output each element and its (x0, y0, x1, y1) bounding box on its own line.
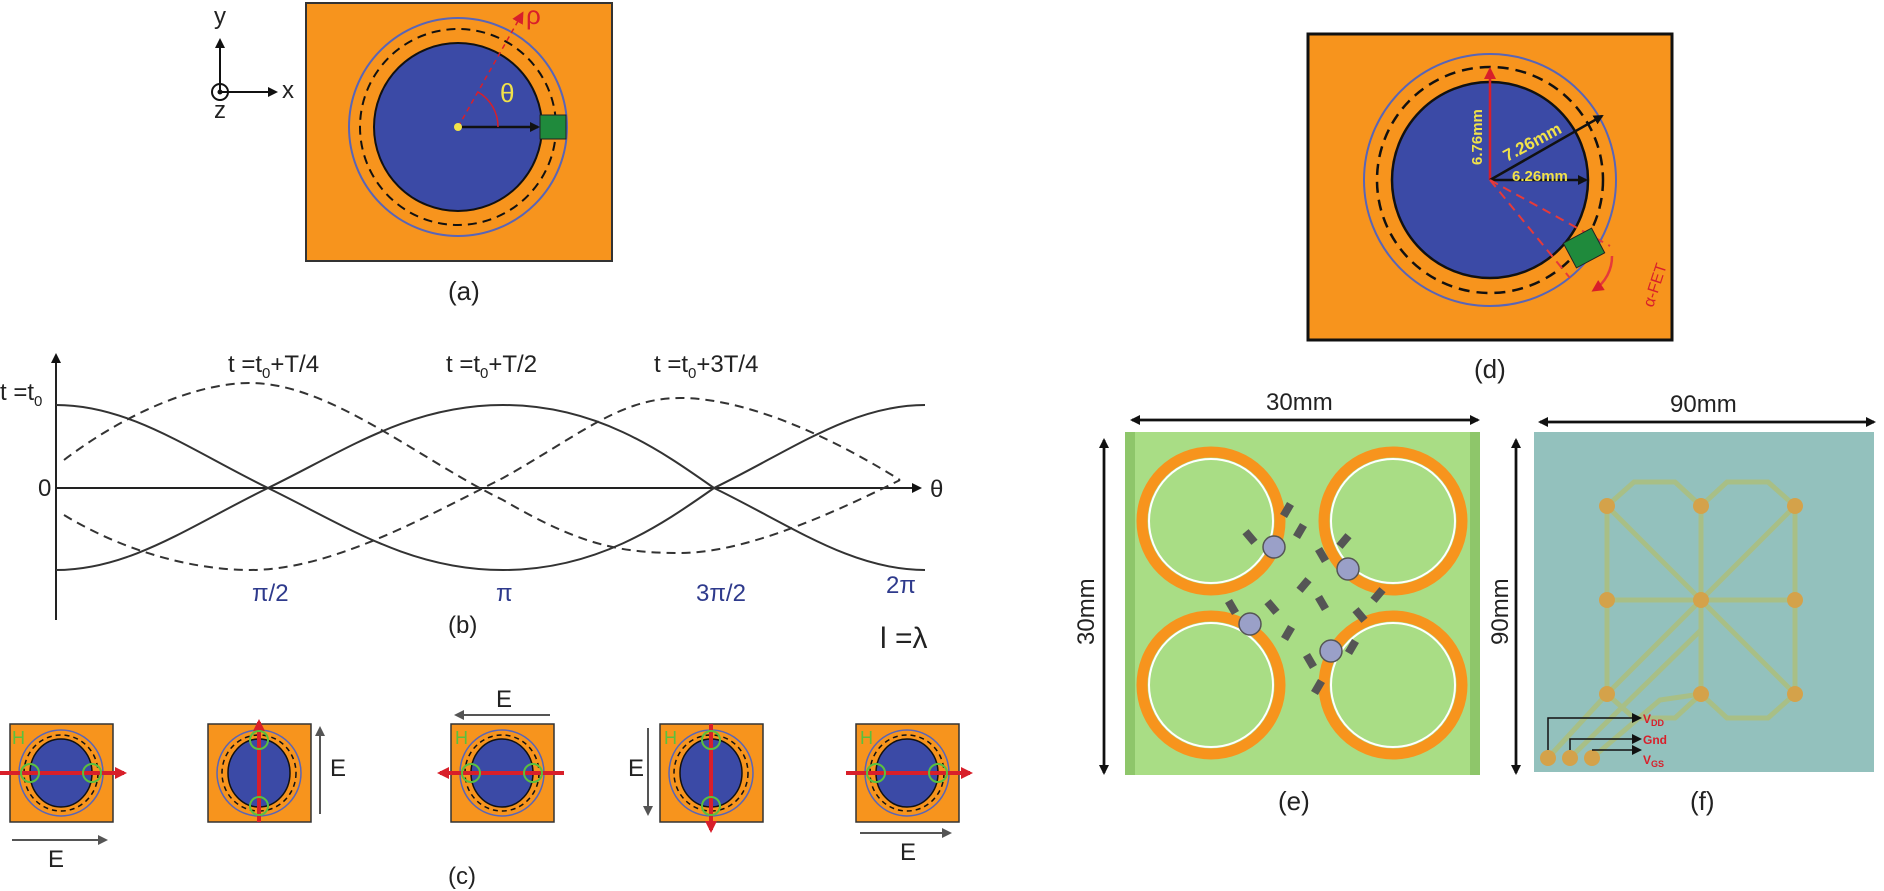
coordinate-axes: y x z (211, 3, 294, 124)
condition-label: l =λ (880, 622, 928, 655)
outer-ring-d (1363, 53, 1617, 307)
fet-block-d (1562, 227, 1606, 269)
svg-text:H: H (455, 728, 468, 748)
height-label-e: 30mm (1073, 578, 1100, 645)
dim-arrow-2 (1489, 114, 1604, 182)
fet-guide-2 (1489, 179, 1571, 279)
wave-t1 (63, 381, 901, 555)
svg-text:E: E (900, 839, 916, 866)
wave-t2 (55, 403, 926, 571)
axis-x-label: x (282, 77, 294, 104)
fet-guide-1 (1489, 179, 1611, 247)
theta-axis-label: θ (930, 476, 943, 503)
tick-3pi-half: 3π/2 (696, 580, 746, 607)
mode-snapshot-4: H E (628, 723, 764, 833)
wave-t0 (55, 404, 926, 572)
components-cluster (1225, 501, 1386, 696)
fet-block (539, 114, 567, 140)
tick-2pi: 2π (886, 572, 916, 599)
caption-a: (a) (448, 276, 480, 306)
width-label-f: 90mm (1670, 391, 1737, 418)
caption-e: (e) (1278, 786, 1310, 816)
label-t1: t =t0+T/4 (228, 351, 319, 382)
vdd-label: VDD (1643, 712, 1665, 728)
dim-label-1: 6.76mm (1469, 109, 1486, 165)
caption-f: (f) (1690, 786, 1715, 816)
panel-c: H E E H E (0, 686, 973, 890)
panel-a: y x z ρ θ (a) (211, 0, 613, 306)
outer-ring (348, 17, 568, 237)
center-point (454, 123, 462, 131)
svg-text:H: H (664, 728, 677, 748)
height-label-f: 90mm (1487, 578, 1514, 645)
dim-label-3: 6.26mm (1512, 168, 1568, 185)
tick-pi: π (496, 580, 513, 607)
svg-text:E: E (48, 846, 64, 873)
label-t0: t =t0 (0, 379, 42, 410)
rho-arrow (457, 11, 524, 128)
mode-snapshot-3: H E (437, 686, 564, 823)
via-pads (1540, 498, 1803, 766)
panel-f: 90mm 90mm (1487, 391, 1876, 816)
svg-text:H: H (12, 728, 25, 748)
mode-snapshot-1: H E (0, 723, 127, 873)
caption-b: (b) (448, 612, 477, 639)
panel-e: 30mm 30mm (1073, 389, 1480, 816)
tick-pi-half: π/2 (252, 580, 289, 607)
rho-label: ρ (526, 0, 541, 30)
axis-z-label: z (214, 97, 226, 124)
svg-text:E: E (496, 686, 512, 713)
vgs-label: VGS (1643, 753, 1664, 769)
supply-leaders (1547, 713, 1642, 755)
svg-text:E: E (330, 755, 346, 782)
mode-snapshot-5: H E (846, 723, 973, 866)
label-t2: t =t0+T/2 (446, 351, 537, 382)
theta-label: θ (500, 78, 514, 108)
width-label-e: 30mm (1266, 389, 1333, 416)
svg-text:E: E (628, 755, 644, 782)
board-e (1125, 432, 1480, 775)
wave-t3 (63, 396, 901, 572)
ring-resonators (1136, 446, 1468, 760)
caption-c: (c) (448, 863, 476, 890)
zero-label: 0 (38, 475, 51, 502)
z-axis-out-icon (211, 83, 229, 101)
panel-d: 6.76mm 7.26mm 6.26mm α-FET (d) (1306, 32, 1674, 384)
svg-text:H: H (860, 728, 873, 748)
panel-b: t =t0 t =t0+T/4 t =t0+T/2 t =t0+3T/4 0 θ… (0, 351, 943, 655)
label-t3: t =t0+3T/4 (654, 351, 758, 382)
caption-d: (d) (1474, 354, 1506, 384)
fet-arc (1591, 255, 1614, 292)
gnd-label: Gnd (1643, 733, 1667, 747)
mode-snapshot-2: E (207, 719, 346, 823)
axis-y-label: y (214, 3, 226, 30)
theta-arc (477, 91, 499, 128)
